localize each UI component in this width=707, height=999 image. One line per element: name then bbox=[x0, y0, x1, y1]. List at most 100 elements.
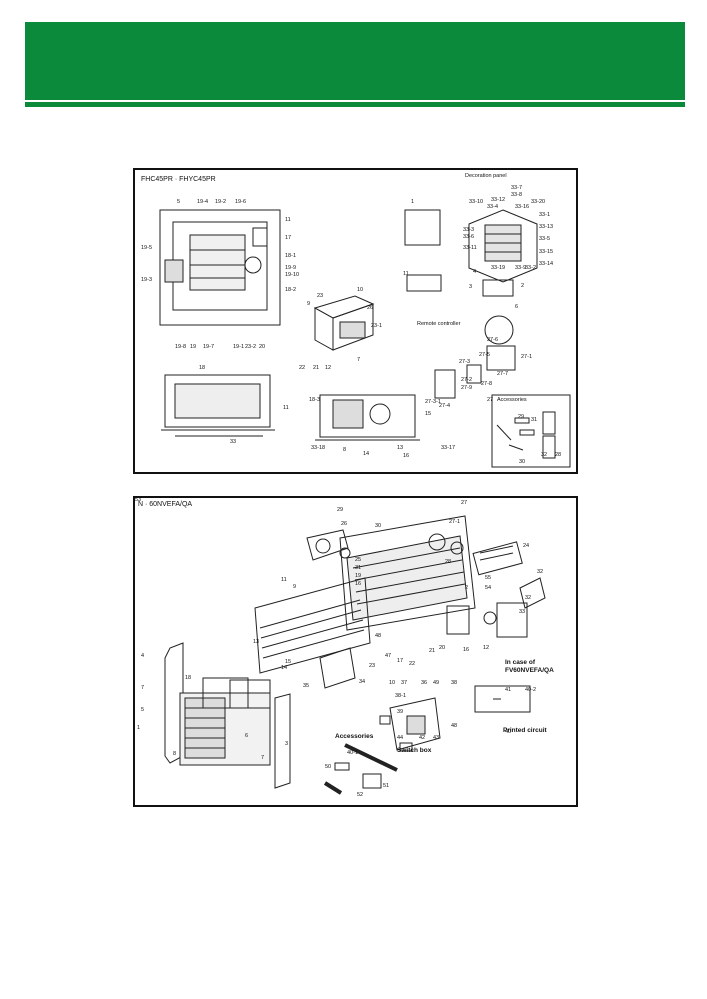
fig2-part-55: 40 bbox=[505, 729, 512, 735]
fig2-part-17: 11 bbox=[281, 577, 287, 583]
fig1-part-38: 1 bbox=[411, 199, 415, 205]
fig1-part-34: 14 bbox=[363, 451, 370, 457]
fig2-part-34: 47 bbox=[385, 653, 392, 659]
fig2-part-28: 5 bbox=[141, 707, 145, 713]
fig2-part-38: 20 bbox=[439, 645, 446, 651]
parts-diagram-fhc45pr: FHC45PR · FHYC45PR Decoration panel Remo… bbox=[133, 168, 578, 474]
fig1-part-48: 33-3 bbox=[463, 227, 475, 233]
fig2-part-10: 28 bbox=[445, 559, 452, 565]
fig1-part-40: 33-10 bbox=[469, 199, 484, 205]
fig1-part-69: 27-8 bbox=[481, 381, 493, 387]
fig2-part-14: 2 bbox=[465, 585, 469, 591]
fig1-part-28: 11 bbox=[283, 405, 289, 411]
fig2-part-5: 24 bbox=[523, 543, 530, 549]
fig1-part-70: 27-3-1 bbox=[425, 399, 441, 405]
fig1-part-14: 19-7 bbox=[203, 344, 215, 350]
fig1-part-59: 3 bbox=[469, 284, 473, 290]
fig1-part-18: 9 bbox=[307, 301, 311, 307]
fig1-part-25: 12 bbox=[325, 365, 332, 371]
fig1-part-36: 16 bbox=[403, 453, 410, 459]
fig1-part-76: 32 bbox=[541, 452, 548, 458]
fig2-part-51: 43 bbox=[433, 735, 440, 741]
fig1-part-60: 2 bbox=[521, 283, 525, 289]
fig1-part-68: 27-9 bbox=[461, 385, 473, 391]
fig1-part-41: 33-12 bbox=[491, 197, 506, 203]
fig2-part-58: 52 bbox=[357, 792, 364, 798]
decoration-panel-label: Decoration panel bbox=[465, 173, 507, 179]
fig2-part-21: 35 bbox=[303, 683, 310, 689]
figure-1-title: FHC45PR · FHYC45PR bbox=[141, 176, 216, 183]
fig2-part-7: 31 bbox=[355, 565, 362, 571]
fig1-part-66: 27-7 bbox=[497, 371, 509, 377]
fig2-part-33: 48 bbox=[375, 633, 382, 639]
accessories-label: Accessories bbox=[335, 733, 374, 740]
fig2-part-57: 50 bbox=[325, 764, 332, 770]
fig2-part-30: 8 bbox=[173, 751, 177, 757]
fig1-part-49: 33-6 bbox=[463, 234, 475, 240]
fig1-part-67: 27-2 bbox=[461, 377, 473, 383]
fig1-part-46: 33-20 bbox=[531, 199, 546, 205]
fig2-part-37: 21 bbox=[429, 648, 436, 654]
fig2-part-49: 44 bbox=[397, 735, 404, 741]
fig2-part-11: 55 bbox=[485, 575, 492, 581]
fig2-part-8: 19 bbox=[355, 573, 362, 579]
fig1-part-21: 26 bbox=[367, 305, 374, 311]
fig2-part-59: 51 bbox=[383, 783, 390, 789]
fig1-part-5: 17 bbox=[285, 235, 292, 241]
fig1-part-32: 33-18 bbox=[311, 445, 326, 451]
fig2-part-43: 37 bbox=[401, 680, 408, 686]
header-band bbox=[25, 22, 685, 100]
fig1-part-47: 33-1 bbox=[539, 212, 551, 218]
fig1-part-23: 22 bbox=[299, 365, 306, 371]
fig2-part-0: 29 bbox=[337, 507, 344, 513]
fig2-part-12: 54 bbox=[485, 585, 492, 591]
fig1-part-0: 5 bbox=[177, 199, 181, 205]
fig1-part-7: 19-3 bbox=[141, 277, 153, 283]
printed-circuit-label: Printed circuit bbox=[503, 727, 547, 734]
fig2-part-47: 38-1 bbox=[395, 693, 407, 699]
fig2-part-52: 48 bbox=[451, 723, 458, 729]
fig2-part-45: 49 bbox=[433, 680, 440, 686]
fig2-part-54: 40-2 bbox=[525, 687, 537, 693]
fig1-part-57: 33-14 bbox=[539, 261, 554, 267]
fig1-part-58: 4 bbox=[473, 269, 477, 275]
fig1-part-8: 18-1 bbox=[285, 253, 297, 259]
fig1-part-55: 33-9 bbox=[515, 265, 527, 271]
fig1-part-15: 19-1 bbox=[233, 344, 245, 350]
fig1-part-31: 15 bbox=[425, 411, 432, 417]
fig2-part-46: 38 bbox=[451, 680, 458, 686]
fig1-part-2: 19-2 bbox=[215, 199, 227, 205]
fig2-part-36: 22 bbox=[409, 661, 416, 667]
fig1-part-43: 33-8 bbox=[511, 192, 523, 198]
fig2-part-13: 32 bbox=[537, 569, 544, 575]
fig2-part-56: 40-1 bbox=[347, 750, 359, 756]
fig2-part-3: 27 bbox=[461, 500, 468, 506]
fig1-part-24: 21 bbox=[313, 365, 320, 371]
fig1-part-26: 7 bbox=[357, 357, 361, 363]
fig1-part-71: 27-4 bbox=[439, 403, 451, 409]
fig1-part-20: 10 bbox=[357, 287, 364, 293]
fig2-part-42: 10 bbox=[389, 680, 396, 686]
fig2-part-15: 32 bbox=[525, 595, 532, 601]
fig1-part-75: 30 bbox=[519, 459, 526, 465]
fig2-part-4: 27-1 bbox=[449, 519, 461, 525]
fig1-part-77: 28 bbox=[555, 452, 562, 458]
fig1-part-37: 33-17 bbox=[441, 445, 456, 451]
fig1-part-13: 19 bbox=[190, 344, 197, 350]
fig1-part-22: 23-1 bbox=[371, 323, 383, 329]
fig2-part-48: 39 bbox=[397, 709, 404, 715]
fig1-part-73: 29 bbox=[518, 414, 525, 420]
fig2-part-27: 7 bbox=[141, 685, 145, 691]
fig1-part-10: 19-10 bbox=[285, 272, 300, 278]
fig1-part-30: 18-3 bbox=[309, 397, 321, 403]
fig1-part-39: 11 bbox=[403, 271, 409, 277]
fig2-part-39: 16 bbox=[463, 647, 470, 653]
fig2-part-6: 25 bbox=[355, 557, 362, 563]
fig1-part-42: 33-7 bbox=[511, 185, 523, 191]
fig2-part-60: 53 bbox=[135, 497, 142, 503]
header-rule bbox=[25, 102, 685, 107]
fig1-part-64: 27-1 bbox=[521, 354, 533, 360]
fig1-part-27: 18 bbox=[199, 365, 206, 371]
fig1-part-62: 27-6 bbox=[487, 337, 499, 343]
fig1-part-72: 27 bbox=[487, 397, 494, 403]
